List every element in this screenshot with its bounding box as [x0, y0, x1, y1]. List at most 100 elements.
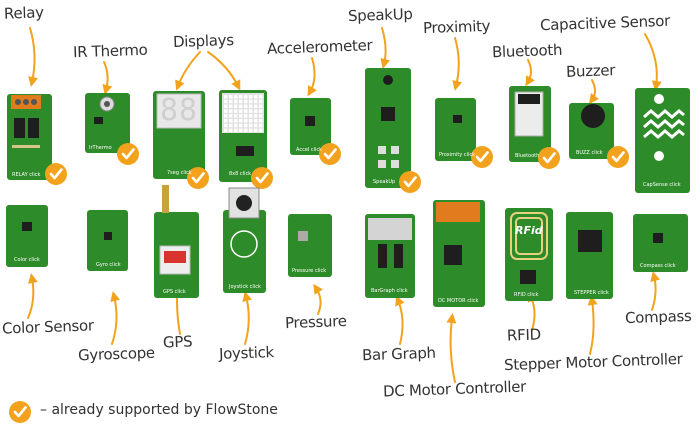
- board-relay: [7, 94, 69, 187]
- board-text-gps: GPS click: [163, 289, 186, 295]
- led-dot: [259, 123, 263, 128]
- led-dot: [234, 119, 238, 123]
- led-dot: [239, 99, 243, 104]
- board-accel: [290, 98, 343, 167]
- led-dot: [254, 95, 258, 99]
- led-dot: [239, 104, 243, 108]
- led-dot: [249, 123, 253, 128]
- board-text-speakup: SpeakUp: [373, 179, 396, 185]
- led-dot: [254, 128, 258, 132]
- led-dot: [254, 119, 258, 123]
- led-dot: [259, 119, 263, 123]
- board-capacitive: [635, 88, 690, 193]
- board-text-dcmotor: DC MOTOR click: [438, 298, 479, 304]
- led-dot: [244, 95, 248, 99]
- label-gyroscope: Gyroscope: [77, 343, 156, 365]
- board-8x8: [219, 90, 275, 191]
- led-dot: [234, 95, 238, 99]
- label-accelerometer: Accelerometer: [266, 36, 373, 58]
- led-dot: [254, 114, 258, 118]
- board-text-buzz: BUZZ click: [576, 150, 603, 156]
- label-proximity: Proximity: [422, 16, 491, 38]
- led-dot: [239, 114, 243, 118]
- led-dot: [249, 119, 253, 123]
- led-dot: [259, 114, 263, 118]
- board-text-8x8: 8x8 click: [229, 171, 252, 177]
- led-dot: [229, 95, 233, 99]
- led-dot: [254, 104, 258, 108]
- led-dot: [249, 99, 253, 104]
- led-dot: [244, 109, 248, 113]
- board-text-compass: Compass click: [640, 263, 676, 269]
- led-dot: [244, 104, 248, 108]
- check-badge-icon: [7, 399, 33, 425]
- board-text-rfid: RFID click: [514, 292, 539, 298]
- label-ir-thermo: IR Thermo: [72, 40, 148, 62]
- board-pressure: [288, 214, 332, 277]
- board-compass: [633, 214, 688, 272]
- led-dot: [239, 95, 243, 99]
- led-dot: [224, 109, 228, 113]
- led-dot: [229, 119, 233, 123]
- led-dot: [224, 95, 228, 99]
- led-dot: [249, 114, 253, 118]
- board-text-gyro: Gyro click: [96, 262, 121, 268]
- board-gyro: [87, 210, 128, 271]
- led-dot: [229, 109, 233, 113]
- led-dot: [254, 99, 258, 104]
- board-bluetooth: [509, 86, 562, 171]
- led-dot: [224, 128, 228, 132]
- led-dot: [259, 128, 263, 132]
- led-dot: [239, 128, 243, 132]
- led-dot: [249, 109, 253, 113]
- board-ir-thermo: [85, 93, 141, 167]
- led-dot: [249, 95, 253, 99]
- led-dot: [259, 109, 263, 113]
- led-dot: [224, 99, 228, 104]
- board-text-bargraph: BarGraph click: [371, 288, 408, 294]
- board-7seg: [153, 91, 211, 191]
- led-dot: [229, 99, 233, 104]
- board-text-ir: IrThermo: [89, 145, 112, 151]
- board-text-accel: Accel click: [296, 147, 323, 153]
- board-rfid: [505, 208, 553, 301]
- board-proximity: [435, 98, 495, 170]
- label-bluetooth: Bluetooth: [491, 40, 563, 62]
- led-dot: [244, 99, 248, 104]
- led-dot: [229, 114, 233, 118]
- led-dot: [234, 123, 238, 128]
- board-text-color: Color click: [14, 257, 40, 263]
- led-dot: [224, 119, 228, 123]
- board-color: [6, 205, 48, 267]
- led-dot: [234, 99, 238, 104]
- board-text-cap: CapSense click: [643, 182, 681, 188]
- led-dot: [229, 123, 233, 128]
- board-text-joystick: Joystick click: [229, 284, 261, 290]
- board-text-bluetooth: Bluetooth: [515, 153, 540, 159]
- led-dot: [239, 123, 243, 128]
- led-dot: [234, 128, 238, 132]
- board-text-stepper: STEPPER click: [574, 290, 609, 296]
- board-text-proximity: Proximity click: [439, 152, 476, 158]
- led-dot: [259, 99, 263, 104]
- led-dot: [244, 119, 248, 123]
- led-dot: [239, 119, 243, 123]
- label-compass: Compass: [624, 306, 692, 328]
- led-dot: [234, 114, 238, 118]
- label-buzzer: Buzzer: [565, 61, 616, 81]
- led-dot: [229, 104, 233, 108]
- board-text-7seg: 7seg click: [167, 170, 192, 176]
- label-color-sensor: Color Sensor: [1, 316, 95, 338]
- board-stepper: [566, 212, 613, 299]
- seg-digits: 88: [160, 93, 199, 128]
- led-dot: [254, 123, 258, 128]
- board-text-pressure: Pressure click: [292, 268, 327, 274]
- led-dot: [249, 104, 253, 108]
- led-dot: [259, 104, 263, 108]
- label-joystick: Joystick: [218, 343, 275, 363]
- board-dcmotor: [433, 200, 485, 307]
- label-gps: GPS: [162, 332, 193, 352]
- board-text-relay: RELAY click: [12, 172, 41, 178]
- led-dot: [244, 128, 248, 132]
